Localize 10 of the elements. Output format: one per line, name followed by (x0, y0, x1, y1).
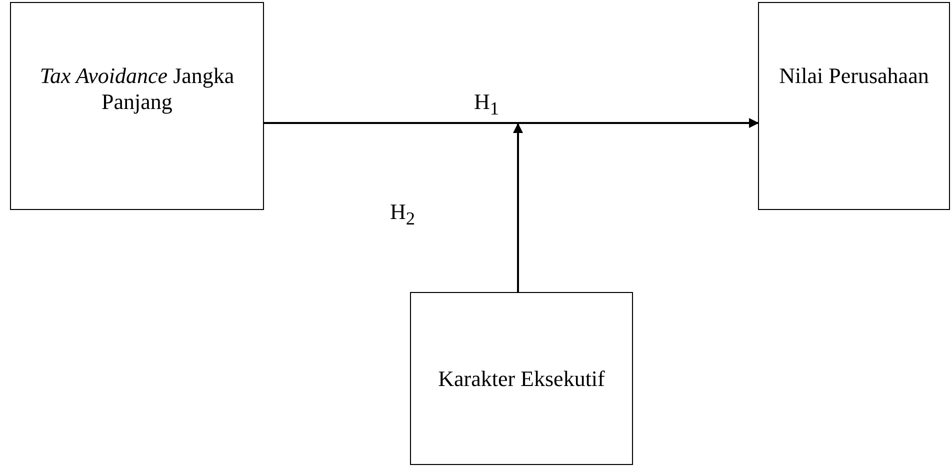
variable-label: Nilai Perusahaan (779, 63, 929, 89)
arrow (264, 118, 759, 128)
variable-box (758, 2, 950, 210)
variable-label: Tax Avoidance Jangka Panjang (38, 63, 236, 115)
variable-label: Karakter Eksekutif (438, 366, 605, 392)
edge-label: H$_{2}$ (390, 200, 416, 230)
variable-box (10, 2, 264, 210)
edge-label: H$_{1}$ (474, 90, 500, 120)
arrow (513, 123, 523, 292)
variable-box (410, 292, 633, 465)
